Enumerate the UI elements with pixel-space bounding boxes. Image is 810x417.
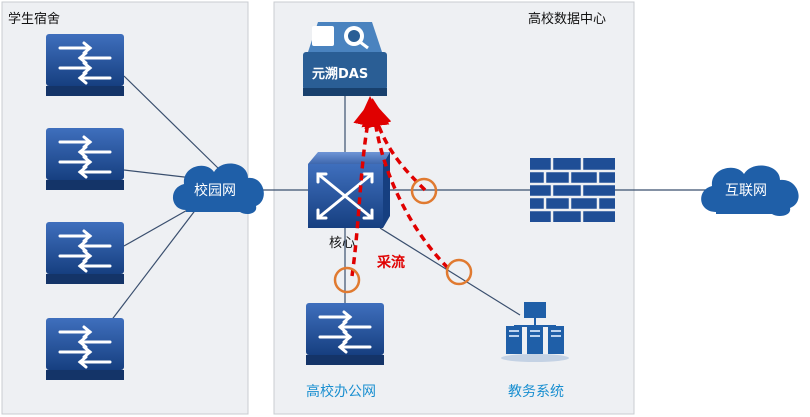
firewall-icon — [530, 158, 615, 222]
das-label: 元溯DAS — [312, 67, 369, 82]
dorm-switch-2 — [44, 126, 126, 192]
core-label: 核心 — [329, 236, 356, 251]
core-switch-icon — [308, 152, 390, 228]
tap-point-academic — [445, 258, 473, 286]
internet-cloud-icon — [701, 165, 799, 216]
campus-cloud-icon — [172, 163, 264, 214]
dorm-links — [103, 75, 221, 331]
flow-capture-label: 采流 — [377, 255, 405, 271]
campus-net-label: 校园网 — [194, 183, 236, 199]
tap-point-office — [333, 266, 361, 294]
flow-capture-paths — [350, 98, 450, 277]
dorm-switch-3 — [44, 220, 126, 286]
tap-points — [333, 177, 473, 294]
academic-system-label: 教务系统 — [508, 384, 564, 400]
dorm-switch-1 — [44, 32, 126, 98]
internet-label: 互联网 — [725, 183, 767, 199]
dormitory-zone-title: 学生宿舍 — [8, 12, 61, 27]
academic-servers-icon — [501, 302, 569, 362]
flow-arrow-head — [360, 96, 382, 118]
office-switch-icon — [304, 301, 386, 367]
core-academic-link — [379, 227, 521, 316]
datacenter-zone-title: 高校数据中心 — [528, 12, 607, 27]
dorm-switch-4 — [44, 316, 126, 382]
office-net-label: 高校办公网 — [306, 384, 376, 400]
das-device-icon — [303, 22, 387, 96]
tap-point-firewall — [410, 177, 438, 205]
